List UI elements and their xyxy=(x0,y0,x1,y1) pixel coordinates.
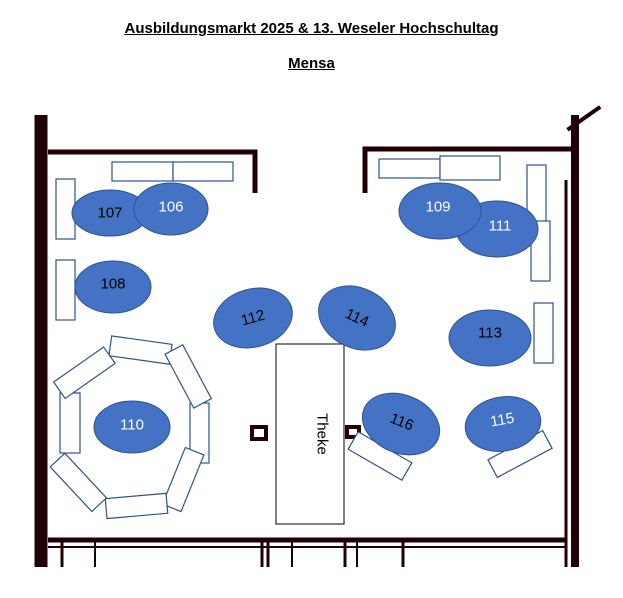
table-label: 112 xyxy=(239,307,267,330)
walls xyxy=(34,105,602,567)
table-115[interactable]: 115 xyxy=(461,391,545,457)
table-label: 113 xyxy=(478,325,502,342)
table-label: 115 xyxy=(489,410,516,431)
table-114[interactable]: 114 xyxy=(308,274,406,362)
table-label: 107 xyxy=(97,205,122,222)
table-110[interactable]: 110 xyxy=(93,400,171,454)
counter-theke xyxy=(275,343,345,525)
table-112[interactable]: 112 xyxy=(207,280,299,357)
table-108[interactable]: 108 xyxy=(74,260,152,314)
room-title: Mensa xyxy=(288,55,335,72)
table-116[interactable]: 116 xyxy=(353,382,449,466)
table-113[interactable]: 113 xyxy=(448,309,532,367)
table-label: 108 xyxy=(100,276,125,293)
table-label: 106 xyxy=(158,199,183,216)
table-label: 111 xyxy=(489,218,512,235)
table-label: 109 xyxy=(425,199,450,216)
table-label: 110 xyxy=(120,417,144,434)
counter-label: Theke xyxy=(314,413,331,455)
page-title: Ausbildungsmarkt 2025 & 13. Weseler Hoch… xyxy=(124,20,499,37)
table-109[interactable]: 109 xyxy=(398,182,482,240)
table-107[interactable]: 107 xyxy=(71,189,149,237)
table-106[interactable]: 106 xyxy=(133,182,209,236)
